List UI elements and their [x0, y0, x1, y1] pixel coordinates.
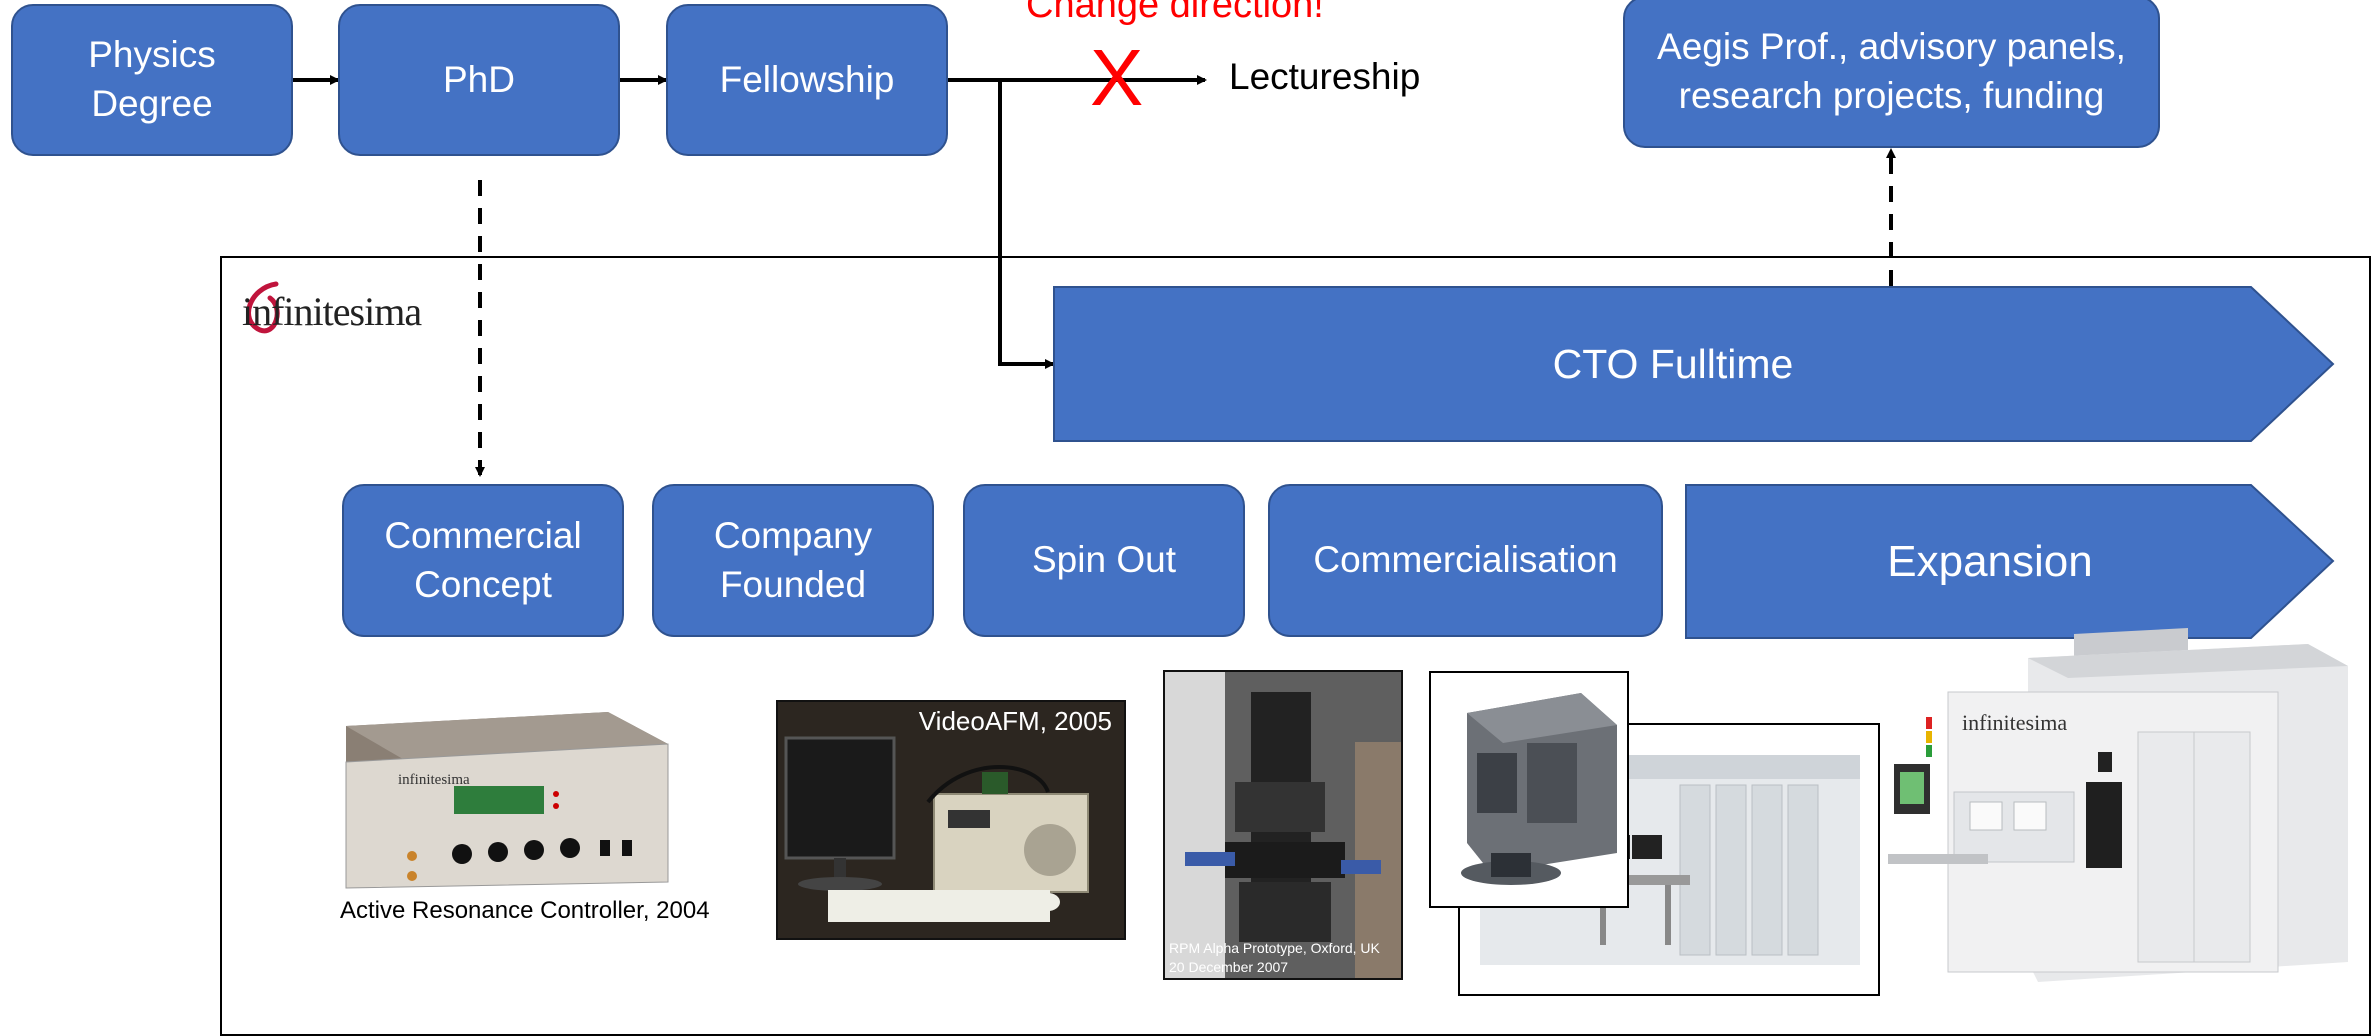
arc-panel-logo: infinitesima: [398, 772, 470, 788]
videoafm-photo: VideoAFM, 2005: [776, 700, 1126, 940]
lectureship-label: Lectureship: [1229, 56, 1421, 97]
stage-company-founded: Company Founded: [652, 484, 934, 637]
infinitesima-logo: infinitesima: [236, 268, 456, 348]
arrow-fellowship-to-cto: [998, 80, 1055, 369]
logo-swoosh-icon: [246, 281, 280, 334]
rpm-caption-line1: RPM Alpha Prototype, Oxford, UK: [1169, 940, 1380, 956]
rpm-alpha-photo: RPM Alpha Prototype, Oxford, UK 20 Decem…: [1163, 670, 1403, 980]
stage-commercial-concept: Commercial Concept: [342, 484, 624, 637]
logo-text: infinitesima: [242, 289, 422, 334]
arc-controller-photo: infinitesima: [338, 706, 674, 892]
blocked-x-mark: X: [1090, 33, 1144, 122]
change-direction-label: Change direction!: [1026, 0, 1324, 26]
cad-render-photo: [1429, 671, 1629, 908]
rpm-caption-line2: 20 December 2007: [1169, 959, 1289, 975]
phd-box: PhD: [338, 4, 620, 156]
fellowship-box: Fellowship: [666, 4, 948, 156]
aegis-box: Aegis Prof., advisory panels, research p…: [1623, 0, 2160, 148]
videoafm-caption: VideoAFM, 2005: [918, 706, 1112, 736]
cto-fulltime-bar: CTO Fulltime: [1053, 286, 2335, 442]
arc-caption: Active Resonance Controller, 2004: [340, 897, 710, 924]
cto-fulltime-label: CTO Fulltime: [1552, 340, 1794, 387]
stage-commercialisation: Commercialisation: [1268, 484, 1663, 637]
physics-degree-box: Physics Degree: [11, 4, 293, 156]
tool-logo: infinitesima: [1962, 710, 2068, 735]
stage-expansion-label: Expansion: [1887, 536, 2093, 586]
stage-expansion-chevron: Expansion: [1685, 484, 2335, 639]
stage-spin-out: Spin Out: [963, 484, 1245, 637]
expansion-tool-photo: infinitesima: [1888, 622, 2348, 988]
